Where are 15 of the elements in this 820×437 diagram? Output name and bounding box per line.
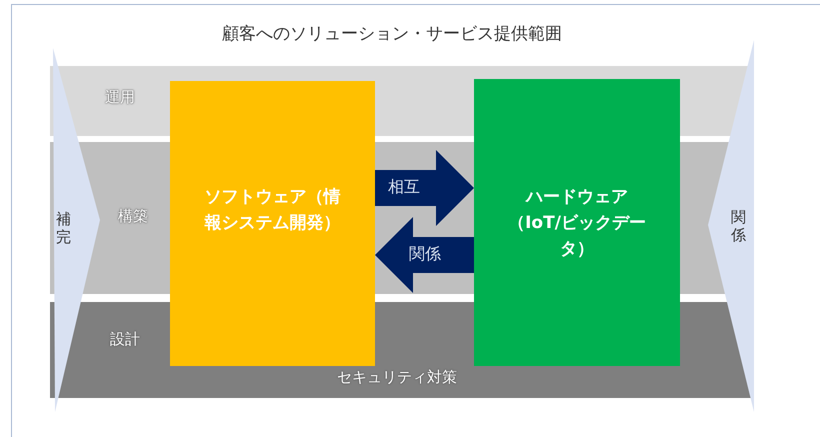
band-label: 運用 (105, 88, 135, 107)
box-label: ソフトウェア（情報システム開発） (204, 186, 342, 235)
block-arrow (375, 217, 474, 293)
band-label: 設計 (110, 330, 140, 349)
process-box (170, 81, 375, 366)
process-box (474, 79, 680, 366)
chevron (52, 48, 102, 412)
vertical-label: 関係 (731, 208, 747, 244)
title: 顧客へのソリューション・サービス提供範囲 (222, 23, 562, 45)
block-arrow (375, 150, 474, 226)
band-label: 構築 (118, 207, 148, 226)
chevron (706, 40, 756, 412)
band-label: セキュリティ対策 (337, 368, 457, 387)
vertical-label: 補完 (56, 210, 72, 246)
box-label: ハードウェア（IoT/ビックデータ） (507, 186, 647, 261)
